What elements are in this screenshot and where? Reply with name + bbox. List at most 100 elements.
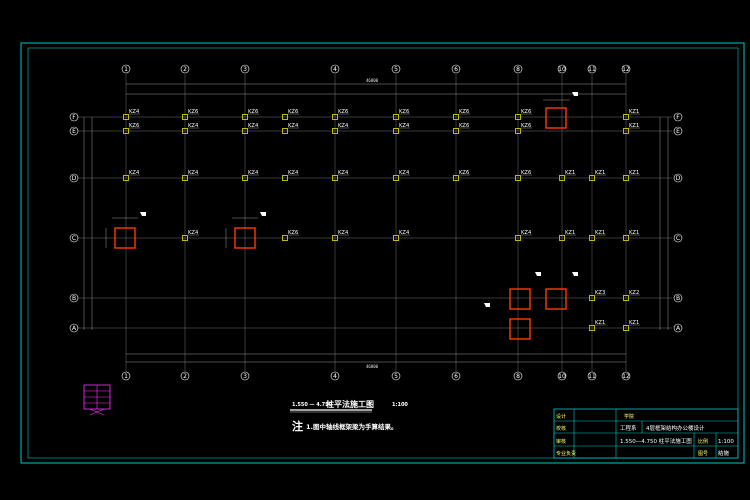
column-label: KZ4 — [129, 109, 140, 115]
column-label: KZ6 — [248, 109, 258, 115]
column-D-10 — [559, 175, 565, 181]
column-label: KZ4 — [338, 123, 349, 129]
column-label: KZ6 — [459, 123, 469, 129]
column-F-1 — [123, 114, 129, 120]
axis-bubble-4-bottom — [330, 371, 340, 381]
axis-bubble-C-left — [69, 233, 79, 243]
axis-bubble-F-right — [673, 112, 683, 122]
axis-bubble-12-top — [621, 64, 631, 74]
column-F-3 — [242, 114, 248, 120]
axis-label-B: B — [676, 295, 680, 302]
column-E-5 — [393, 128, 399, 134]
column-C-3b — [282, 235, 288, 241]
axis-label-1: 1 — [124, 66, 128, 73]
column-D-5 — [393, 175, 399, 181]
axis-bubble-C-right — [673, 233, 683, 243]
axis-bubble-6-bottom — [451, 371, 461, 381]
axis-bubble-12-bottom — [621, 371, 631, 381]
axis-label-2: 2 — [183, 373, 187, 380]
tb-dept: 工程系 — [620, 424, 637, 432]
column-label: KZ4 — [521, 230, 532, 236]
axis-label-6: 6 — [454, 66, 458, 73]
axis-bubble-D-right — [673, 173, 683, 183]
column-label: KZ6 — [521, 170, 531, 176]
column-B-11 — [589, 295, 595, 301]
column-label: KZ4 — [338, 230, 349, 236]
axis-bubble-E-left — [69, 126, 79, 136]
column-label: KZ4 — [399, 230, 410, 236]
tb-role-1: 设计 — [556, 413, 566, 420]
column-label: KZ2 — [629, 290, 639, 296]
column-label: KZ6 — [459, 109, 469, 115]
column-label: KZ4 — [188, 170, 199, 176]
column-F-8 — [515, 114, 521, 120]
drawing-inner-border — [27, 47, 739, 459]
column-E-4 — [332, 128, 338, 134]
column-label: KZ4 — [288, 170, 299, 176]
column-label: KZ4 — [338, 170, 349, 176]
axis-bubble-8-top — [513, 64, 523, 74]
column-label: KZ6 — [288, 230, 298, 236]
column-D-2 — [182, 175, 188, 181]
axis-bubble-D-left — [69, 173, 79, 183]
axis-label-5: 5 — [394, 373, 398, 380]
legend-stamp — [83, 384, 111, 416]
tb-role-3: 审核 — [556, 438, 566, 445]
axis-bubble-B-left — [69, 293, 79, 303]
column-E-2 — [182, 128, 188, 134]
axis-label-C: C — [72, 235, 76, 242]
axis-bubble-2-top — [180, 64, 190, 74]
column-detail-kz-top-right — [543, 92, 578, 129]
axis-bubble-1-bottom — [121, 371, 131, 381]
axis-bubble-5-top — [391, 64, 401, 74]
axis-label-4: 4 — [333, 66, 337, 73]
column-label: KZ1 — [565, 230, 575, 236]
axis-bubble-2-bottom — [180, 371, 190, 381]
column-detail-kz-bottom-right — [484, 272, 578, 340]
column-label: KZ1 — [629, 170, 639, 176]
column-label: KZ6 — [288, 109, 298, 115]
axis-label-11: 11 — [588, 373, 596, 380]
tb-drawing-name: 1.550—4.750 柱平法施工图 — [620, 437, 692, 445]
column-D-3b — [282, 175, 288, 181]
overall-dimension-top: 46800 — [366, 78, 379, 83]
column-D-1 — [123, 175, 129, 181]
column-label: KZ4 — [399, 170, 410, 176]
column-label: KZ1 — [629, 230, 639, 236]
axis-bubble-A-left — [69, 323, 79, 333]
column-C-8 — [515, 235, 521, 241]
column-E-3 — [242, 128, 248, 134]
column-label: KZ6 — [521, 123, 531, 129]
caption-scale: 1:100 — [392, 402, 408, 408]
tb-role-2: 校核 — [556, 425, 566, 432]
axis-label-1: 1 — [124, 373, 128, 380]
column-F-5 — [393, 114, 399, 120]
drawing-outer-border — [20, 42, 745, 464]
axis-label-D: D — [676, 175, 681, 182]
axis-bubble-3-bottom — [240, 371, 250, 381]
column-A-11 — [589, 325, 595, 331]
axis-label-3: 3 — [243, 373, 247, 380]
tb-scale-value: 1:100 — [718, 439, 734, 445]
axis-grid — [78, 74, 672, 372]
column-label: KZ3 — [595, 290, 605, 296]
column-label: KZ1 — [595, 170, 605, 176]
column-D-4 — [332, 175, 338, 181]
axis-label-11: 11 — [588, 66, 596, 73]
column-E-3b — [282, 128, 288, 134]
column-label: KZ6 — [399, 109, 409, 115]
axis-bubble-10-top — [557, 64, 567, 74]
axis-label-E: E — [72, 128, 76, 135]
axis-label-F: F — [676, 114, 680, 121]
axis-bubble-8-bottom — [513, 371, 523, 381]
tb-sheet-label: 图号 — [698, 451, 708, 457]
column-label: KZ6 — [521, 109, 531, 115]
column-F-12 — [623, 114, 629, 120]
column-label: KZ4 — [248, 170, 259, 176]
axis-label-12: 12 — [622, 373, 630, 380]
column-D-3 — [242, 175, 248, 181]
tb-project: 4层框架结构办公楼设计 — [646, 424, 705, 432]
column-label: KZ4 — [399, 123, 410, 129]
column-label: KZ6 — [459, 170, 469, 176]
